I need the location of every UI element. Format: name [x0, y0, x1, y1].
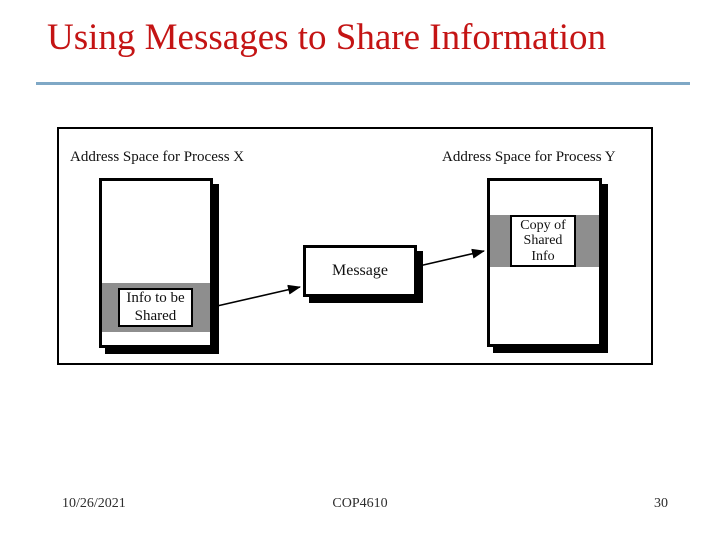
arrow-x-to-message [216, 284, 301, 307]
process-x-label: Address Space for Process X [70, 149, 245, 165]
info-to-be-shared-box: Info to be Shared [118, 288, 193, 327]
process-y-box: Copy of Shared Info [487, 178, 602, 347]
diagram-frame: Address Space for Process X Address Spac… [57, 127, 653, 365]
arrow-message-to-y [418, 248, 485, 267]
footer-course: COP4610 [332, 496, 388, 511]
copy-of-shared-info-box: Copy of Shared Info [510, 215, 576, 267]
process-x-box: Info to be Shared [99, 178, 213, 348]
footer-date: 10/26/2021 [62, 496, 126, 511]
process-y-label: Address Space for Process Y [442, 149, 616, 165]
slide-title: Using Messages to Share Information [47, 17, 607, 58]
title-underline [36, 82, 690, 85]
footer-page-number: 30 [654, 496, 668, 511]
message-box: Message [303, 245, 417, 297]
